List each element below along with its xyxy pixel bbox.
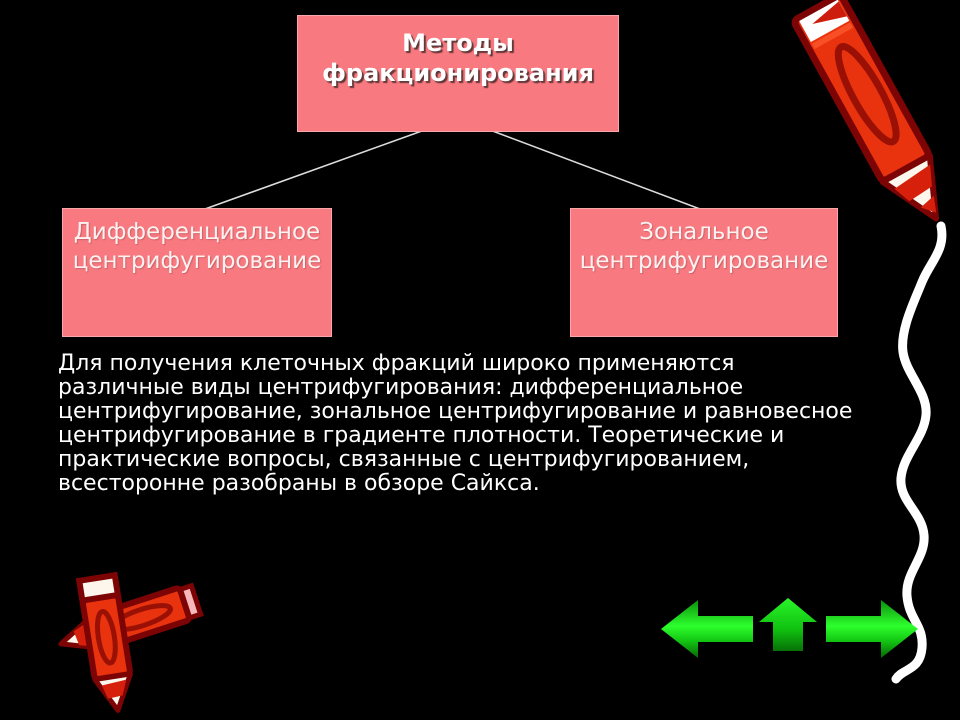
diagram-right-box: Зональное центрифугирование — [570, 208, 838, 337]
nav-arrow-forward[interactable] — [822, 598, 924, 662]
nav-arrow-back[interactable] — [655, 598, 757, 662]
diagram-root-box: Методы фракционирования — [297, 15, 619, 132]
diagram-left-box: Дифференциальное центрифугирование — [62, 208, 332, 337]
crossed-crayons-icon — [58, 571, 204, 713]
paragraph-line: Для получения клеточных фракций широко п… — [58, 351, 735, 376]
body-paragraph: Для получения клеточных фракций широко п… — [58, 352, 868, 496]
paragraph-line: центрифугирование в градиенте плотности.… — [58, 423, 785, 448]
paragraph-line: различные виды центрифугирования: диффер… — [58, 375, 744, 400]
diagram-root-label: Методы фракционирования — [322, 29, 594, 87]
diagram-left-label: Дифференциальное центрифугирование — [72, 219, 322, 274]
nav-arrow-up[interactable] — [757, 594, 821, 654]
diagram-right-label: Зональное центрифугирование — [579, 219, 829, 274]
red-crayon-icon — [791, 0, 940, 222]
paragraph-line: практические вопросы, связанные с центри… — [58, 447, 750, 472]
paragraph-line: центрифугирование, зональное центрифугир… — [58, 399, 853, 424]
paragraph-line: всесторонне разобраны в обзоре Сайкса. — [58, 471, 540, 496]
